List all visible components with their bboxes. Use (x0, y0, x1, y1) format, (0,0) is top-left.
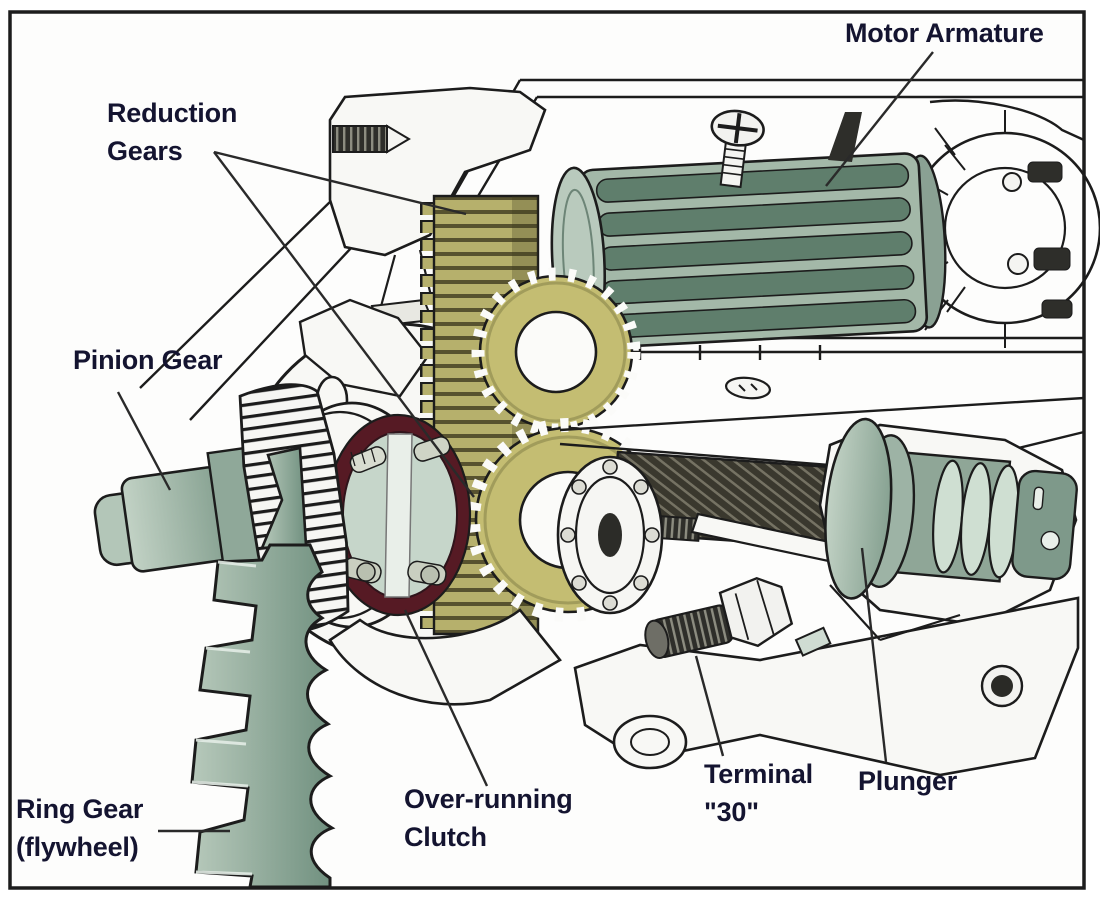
terminal-30-stud (644, 577, 794, 659)
housing-emblem (724, 376, 772, 400)
leader-lines (116, 51, 934, 833)
leader-overrunning-clutch (403, 609, 489, 787)
mounting-flange (573, 584, 1080, 777)
leader-reduction-gears-b (213, 151, 475, 498)
label-reduction-gears: Reduction Gears (107, 98, 238, 167)
needle-bearing (556, 455, 664, 615)
reduction-gear-small-upper (471, 267, 641, 437)
bracket-bolt (332, 125, 388, 153)
label-plunger: Plunger (858, 766, 958, 796)
ring-gear-part (190, 446, 336, 889)
label-motor-armature: Motor Armature (845, 18, 1044, 48)
phillips-screw (710, 109, 765, 189)
label-ring-gear-flywheel: Ring Gear (flywheel) (16, 794, 144, 863)
leader-pinion-gear (116, 391, 172, 491)
leader-motor-armature (825, 51, 934, 187)
label-pinion-gear: Pinion Gear (73, 345, 223, 375)
motor-armature-part (550, 152, 947, 353)
housing-dark-wedge (828, 112, 862, 162)
leader-plunger (860, 547, 888, 763)
label-overrunning-clutch: Over-running Clutch (404, 784, 573, 853)
plunger-spring (932, 459, 1020, 579)
flange-hole (612, 714, 688, 770)
plunger-part (824, 417, 1078, 600)
leader-reduction-gears-a (213, 150, 467, 216)
nose-lower-lip (328, 608, 562, 706)
terminal-nut (718, 577, 794, 648)
leader-terminal-30 (694, 655, 725, 757)
label-terminal-30: Terminal "30" (704, 759, 813, 828)
housing-peak (298, 298, 430, 398)
clutch-rollers-springs (342, 436, 451, 586)
